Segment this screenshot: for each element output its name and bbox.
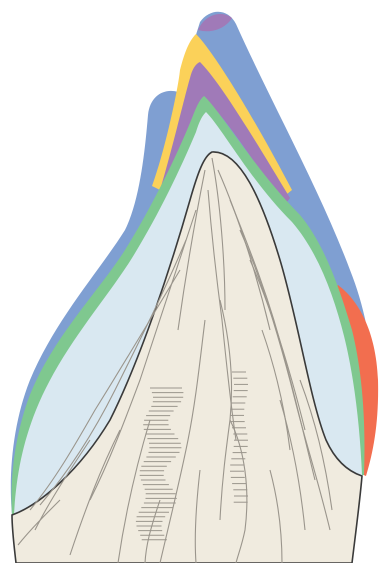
diagram-canvas [0, 0, 379, 563]
layered-cone-diagram [0, 0, 379, 563]
